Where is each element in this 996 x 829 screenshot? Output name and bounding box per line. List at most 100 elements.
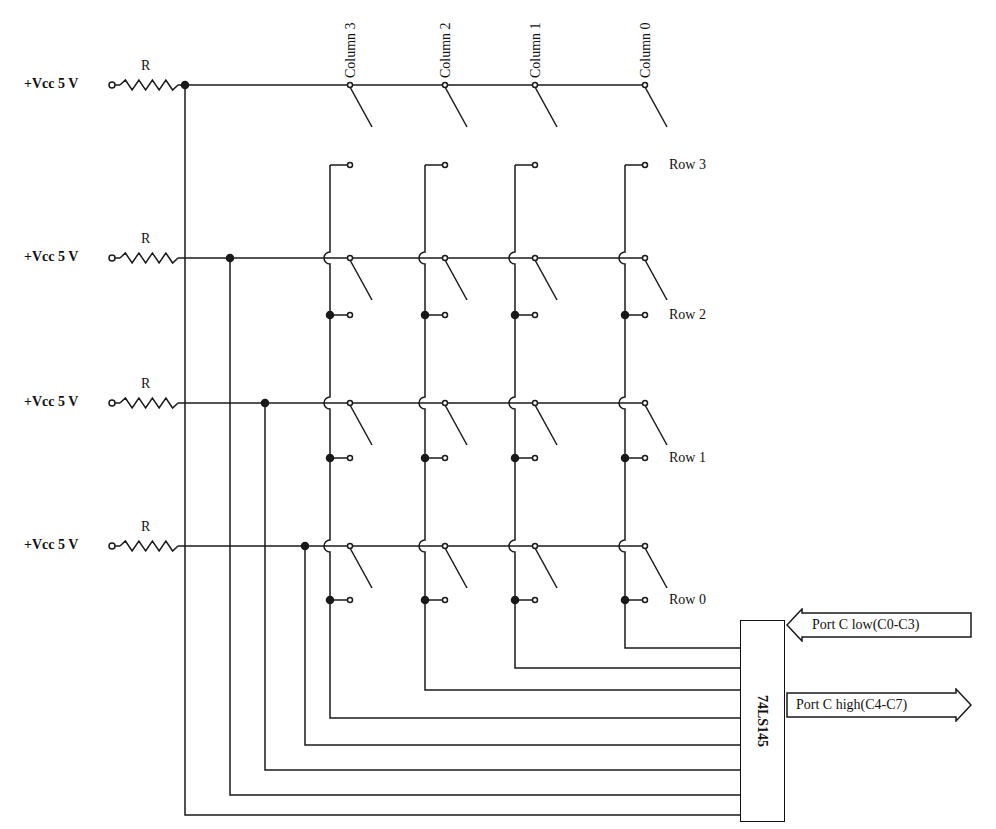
switch-pivot <box>643 256 648 261</box>
switch-blade <box>535 260 557 300</box>
resistor-symbol <box>120 398 178 408</box>
switch-pivot <box>348 83 353 88</box>
resistor-symbol <box>120 253 178 263</box>
switch-contact <box>643 313 648 318</box>
decoder-chip: 74LS145 <box>740 620 785 822</box>
switch-pivot <box>348 256 353 261</box>
row-label: Row 2 <box>669 307 706 323</box>
switch-pivot <box>643 83 648 88</box>
switch-blade <box>445 260 467 300</box>
switch-pivot <box>533 401 538 406</box>
switch-blade <box>645 405 667 445</box>
switch-blade <box>535 87 557 127</box>
switch-blade <box>645 87 667 127</box>
row-label: Row 0 <box>669 592 706 608</box>
switch-blade <box>350 87 372 127</box>
switch-contact <box>443 313 448 318</box>
switch-stub <box>625 164 643 166</box>
resistor-symbol <box>120 80 178 90</box>
switch-blade <box>445 548 467 588</box>
switch-pivot <box>443 401 448 406</box>
row-sense-wire <box>265 403 740 770</box>
switch-contact <box>533 313 538 318</box>
junction-dot <box>262 400 269 407</box>
supply-label: +Vcc 5 V <box>24 537 78 553</box>
row-wire <box>178 257 645 259</box>
row-sense-wire <box>230 258 740 795</box>
column-label: Column 1 <box>528 22 544 78</box>
port-arrow: Port C high(C4-C7) <box>786 688 972 722</box>
switch-blade <box>645 260 667 300</box>
resistor-label: R <box>141 231 150 247</box>
switch-contact <box>533 598 538 603</box>
switch-stub <box>330 164 348 166</box>
switch-blade <box>535 548 557 588</box>
switch-pivot <box>348 401 353 406</box>
switch-pivot <box>643 544 648 549</box>
port-arrow: Port C low(C0-C3) <box>786 608 972 642</box>
switch-blade <box>645 548 667 588</box>
vcc-terminal <box>109 400 115 406</box>
supply-label: +Vcc 5 V <box>24 394 78 410</box>
switch-pivot <box>348 544 353 549</box>
row-sense-wire <box>305 546 740 745</box>
switch-contact <box>443 163 448 168</box>
switch-contact <box>533 456 538 461</box>
switch-contact <box>443 598 448 603</box>
row-wire <box>178 402 645 404</box>
switch-pivot <box>443 544 448 549</box>
switch-contact <box>348 456 353 461</box>
switch-pivot <box>533 544 538 549</box>
node-text: 74LS145 <box>755 695 771 747</box>
row-sense-wire <box>185 85 740 815</box>
switch-pivot <box>643 401 648 406</box>
junction-dot <box>227 255 234 262</box>
column-wire <box>324 165 740 718</box>
resistor-label: R <box>141 58 150 74</box>
switch-contact <box>643 456 648 461</box>
switch-contact <box>533 163 538 168</box>
switch-contact <box>643 163 648 168</box>
supply-label: +Vcc 5 V <box>24 76 78 92</box>
row-label: Row 3 <box>669 157 706 173</box>
switch-contact <box>643 598 648 603</box>
node-text: Port C high(C4-C7) <box>796 697 907 713</box>
resistor-label: R <box>141 376 150 392</box>
switch-blade <box>445 87 467 127</box>
switch-pivot <box>533 83 538 88</box>
column-wire <box>619 165 740 648</box>
column-label: Column 2 <box>438 22 454 78</box>
switch-contact <box>348 598 353 603</box>
column-label: Column 3 <box>343 22 359 78</box>
row-label: Row 1 <box>669 450 706 466</box>
column-wire <box>419 165 740 690</box>
column-wire <box>509 165 740 668</box>
supply-label: +Vcc 5 V <box>24 249 78 265</box>
row-wire <box>178 545 645 547</box>
junction-dot <box>302 543 309 550</box>
junction-dot <box>182 82 189 89</box>
switch-pivot <box>533 256 538 261</box>
switch-blade <box>350 405 372 445</box>
resistor-symbol <box>120 541 178 551</box>
switch-contact <box>443 456 448 461</box>
switch-stub <box>425 164 443 166</box>
arrow-shape <box>787 609 971 641</box>
switch-stub <box>515 164 533 166</box>
switch-blade <box>535 405 557 445</box>
resistor-label: R <box>141 519 150 535</box>
switch-pivot <box>443 83 448 88</box>
switch-contact <box>348 163 353 168</box>
row-wire <box>178 84 645 86</box>
switch-contact <box>348 313 353 318</box>
switch-blade <box>350 548 372 588</box>
arrow-shape <box>787 689 971 721</box>
switch-blade <box>445 405 467 445</box>
vcc-terminal <box>109 255 115 261</box>
vcc-terminal <box>109 82 115 88</box>
column-label: Column 0 <box>638 22 654 78</box>
switch-blade <box>350 260 372 300</box>
vcc-terminal <box>109 543 115 549</box>
node-text: Port C low(C0-C3) <box>812 617 919 633</box>
switch-pivot <box>443 256 448 261</box>
